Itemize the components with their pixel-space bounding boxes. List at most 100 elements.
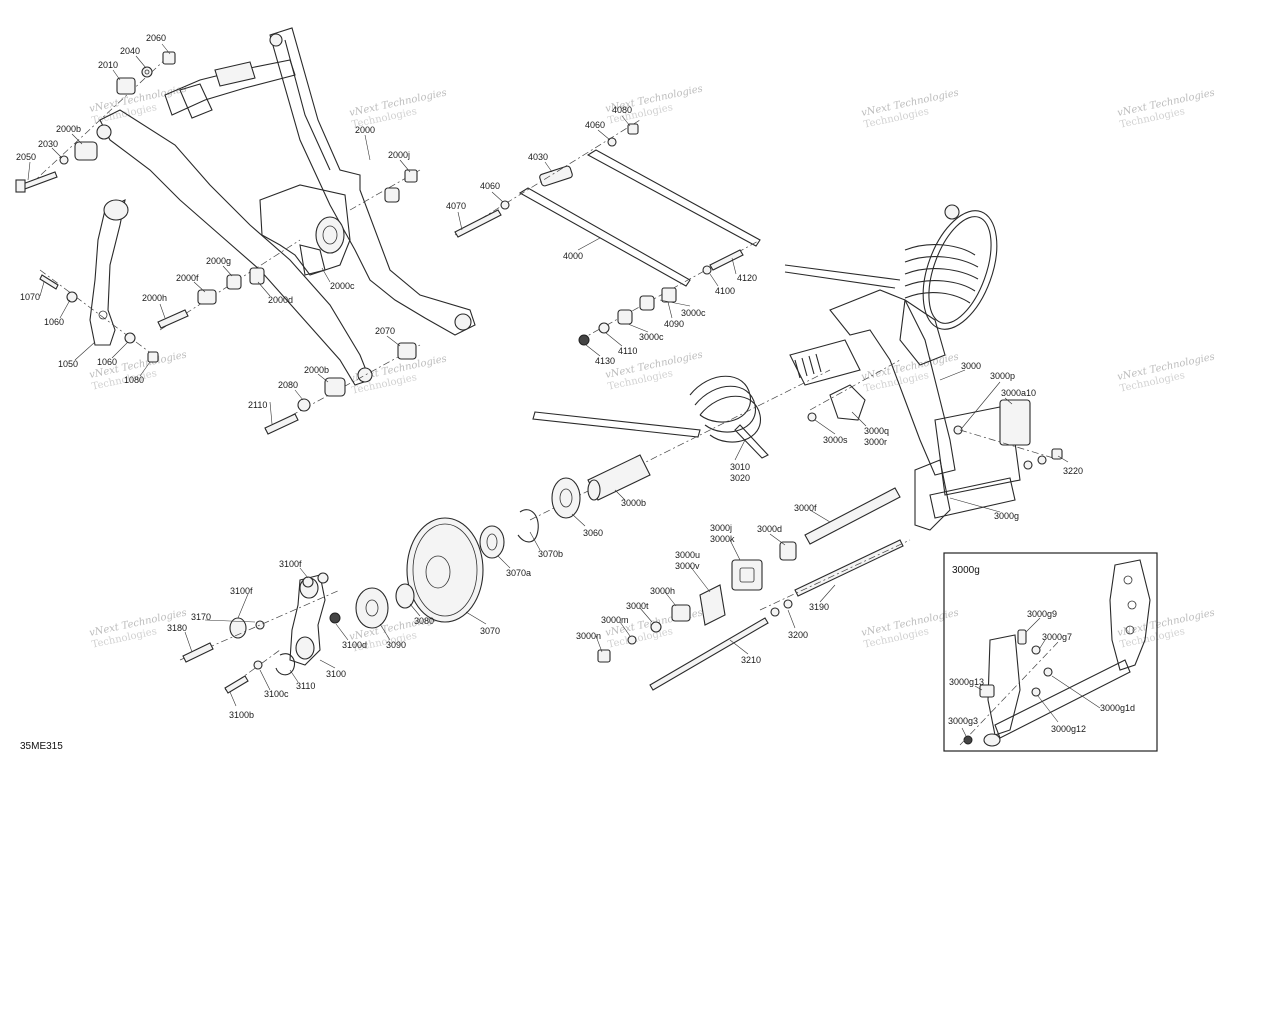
inset-part-3000g12 bbox=[1031, 687, 1041, 697]
watermark: vNext Technologies Technologies bbox=[1116, 608, 1215, 651]
callout-3110: 3110 bbox=[296, 681, 315, 691]
callout-3200: 3200 bbox=[788, 630, 808, 640]
front-arm-grip bbox=[214, 61, 256, 87]
coil-spring-upper bbox=[904, 244, 979, 304]
inset-frame bbox=[943, 552, 1158, 752]
drive-wheel-rim bbox=[922, 210, 998, 330]
callout-2000j: 2000j bbox=[388, 150, 410, 160]
callout-3060: 3060 bbox=[583, 528, 603, 538]
callout-2070: 2070 bbox=[375, 326, 395, 336]
block-3000j-bore bbox=[739, 567, 755, 583]
callout-3100f: 3100f bbox=[279, 559, 302, 569]
inset-hole bbox=[1127, 600, 1137, 610]
inset-bracket-left bbox=[987, 634, 1021, 736]
callout-3000g3: 3000g3 bbox=[948, 716, 978, 726]
front-arm-end-bushing bbox=[454, 313, 472, 331]
callout-3000v: 3000v bbox=[675, 561, 700, 571]
nut-3100d bbox=[329, 612, 341, 624]
callout-3000t: 3000t bbox=[626, 601, 649, 611]
axis-line bbox=[179, 589, 341, 661]
lever-1050 bbox=[89, 199, 126, 346]
callout-4120: 4120 bbox=[737, 273, 757, 283]
sleeve-4030 bbox=[539, 165, 573, 187]
swing-frame-plate bbox=[899, 299, 946, 366]
front-arm-bushing bbox=[315, 216, 345, 254]
axis-line bbox=[39, 269, 161, 361]
rod-3190 bbox=[794, 539, 904, 597]
washer-3090-hole bbox=[365, 599, 379, 617]
gear-3110 bbox=[295, 636, 315, 660]
drive-wheel-inner bbox=[928, 216, 992, 324]
callout-2000f: 2000f bbox=[176, 273, 199, 283]
inset-tube-end bbox=[983, 733, 1001, 747]
leader-lines bbox=[27, 43, 1101, 737]
bolt-3180 bbox=[182, 642, 214, 663]
inset-part-3000g1d bbox=[1043, 667, 1053, 677]
lever-1050-hole bbox=[98, 310, 108, 320]
axle-shaft bbox=[789, 339, 861, 386]
tie-rod-upper bbox=[586, 149, 761, 247]
callout-4130: 4130 bbox=[595, 356, 615, 366]
inset-part-3000g7 bbox=[1031, 645, 1041, 655]
callout-labels: 2060 2040 2010 2000b 2030 2050 2000 2000… bbox=[16, 33, 1135, 734]
washer-4100 bbox=[702, 265, 712, 275]
callout-3000p: 3000p bbox=[990, 371, 1015, 381]
washer-3170 bbox=[255, 620, 265, 630]
inset-bracket-right bbox=[1109, 559, 1151, 671]
axis-line bbox=[159, 239, 301, 331]
inset-hole bbox=[1123, 575, 1133, 585]
callout-3070: 3070 bbox=[480, 626, 500, 636]
callout-2000g: 2000g bbox=[206, 256, 231, 266]
spacer-2000d bbox=[249, 267, 265, 285]
callout-3000s: 3000s bbox=[823, 435, 848, 445]
spring-arm-left bbox=[532, 411, 701, 438]
front-arm-tube bbox=[164, 59, 296, 116]
washer-3220 bbox=[1023, 460, 1033, 470]
axis-line bbox=[959, 429, 1061, 461]
callout-4060: 4060 bbox=[585, 120, 605, 130]
washer-3100c bbox=[253, 660, 263, 670]
bolt-1070 bbox=[39, 274, 59, 290]
circlip-3100 bbox=[275, 653, 296, 676]
callout-2050: 2050 bbox=[16, 152, 36, 162]
front-arm-assembly bbox=[15, 27, 476, 435]
inset-part-3000g9 bbox=[1017, 629, 1027, 645]
bushing-2000f bbox=[197, 289, 217, 305]
callout-3000g13: 3000g13 bbox=[949, 677, 984, 687]
washer-4110 bbox=[598, 322, 610, 334]
nut-3000p bbox=[953, 425, 963, 435]
rod-upper-edge bbox=[784, 271, 896, 289]
washer-3220b bbox=[1037, 455, 1047, 465]
frame-lower-bar bbox=[929, 477, 1016, 519]
callout-3000h: 3000h bbox=[650, 586, 675, 596]
watermark: vNext Technologies Technologies bbox=[1116, 352, 1215, 395]
washer-2080 bbox=[297, 398, 311, 412]
bracket-3000g bbox=[914, 459, 951, 531]
callout-3210: 3210 bbox=[741, 655, 761, 665]
callout-3220: 3220 bbox=[1063, 466, 1083, 476]
inset-3000g: 3000g bbox=[943, 552, 1158, 752]
front-arm-lower-link bbox=[99, 109, 371, 386]
inset-part-3000g13 bbox=[979, 684, 995, 698]
callout-3070b: 3070b bbox=[538, 549, 563, 559]
lever-1050-pad bbox=[103, 199, 129, 221]
front-arm-pivot-nut bbox=[269, 33, 283, 47]
plate-3000u bbox=[699, 584, 726, 626]
bearing-3070a bbox=[479, 525, 505, 559]
axis-line bbox=[759, 539, 911, 611]
bolt-2110 bbox=[264, 413, 299, 435]
sleeve-3000b-end bbox=[587, 479, 601, 501]
watermark: vNext Technologies Technologies bbox=[88, 350, 187, 393]
figure-id: 35ME315 bbox=[20, 741, 63, 752]
callout-3000: 3000 bbox=[961, 361, 981, 371]
nut-1080 bbox=[147, 351, 159, 363]
watermark: vNext Technologies Technologies bbox=[860, 88, 959, 131]
inset-title: 3000g bbox=[952, 565, 980, 576]
nut-2060 bbox=[162, 51, 176, 65]
washer-3060-hole bbox=[559, 488, 573, 508]
bushing-3000d bbox=[779, 541, 797, 561]
rear-drive-assembly bbox=[179, 204, 1063, 694]
callout-3100b: 3100b bbox=[229, 710, 254, 720]
washer-4060 bbox=[500, 200, 510, 210]
washer-3000t bbox=[650, 621, 662, 633]
